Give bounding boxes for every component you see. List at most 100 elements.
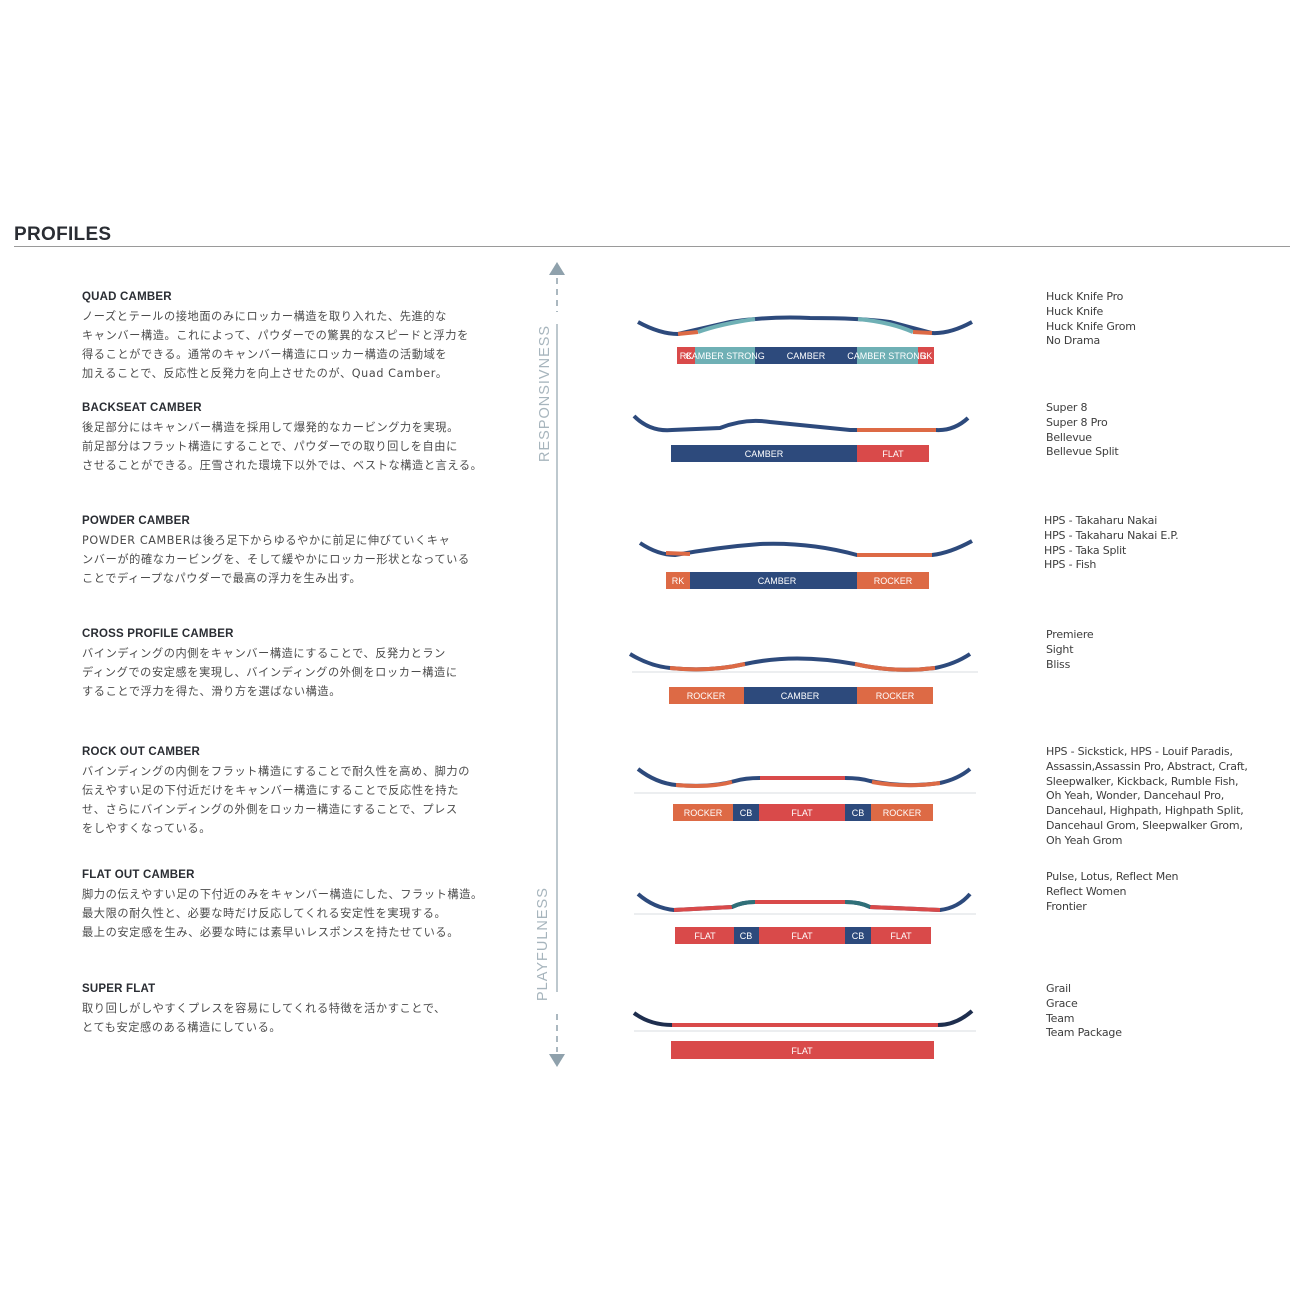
segment-label: RK <box>680 351 693 361</box>
profile-name: BACKSEAT CAMBER <box>82 402 202 414</box>
segment-rocker <box>857 572 929 589</box>
segment-label: CAMBER <box>781 691 820 701</box>
axis-label-responsiveness: RESPONSIVNESS <box>537 324 553 462</box>
product-item: Bellevue Split <box>1046 445 1119 459</box>
segment-rocker <box>673 804 733 821</box>
profile-segment-bar: ROCKER CB FLAT CB ROCKER <box>673 804 933 821</box>
segment-rocker <box>669 687 744 704</box>
arrow-down-icon <box>549 1054 565 1067</box>
profile-description: バインディングの内側をフラット構造にすることで耐久性を高め、脚力の 伝えやすい足… <box>82 765 470 835</box>
arrow-up-icon <box>549 262 565 275</box>
segment-label: FLAT <box>882 449 904 459</box>
segment-label: ROCKER <box>876 691 915 701</box>
product-item: Oh Yeah, Wonder, Dancehaul Pro, <box>1046 789 1225 803</box>
segment-cb <box>734 927 759 944</box>
segment-cb <box>733 804 759 821</box>
segment-rk <box>677 347 695 364</box>
product-item: HPS - Sickstick, HPS - Louif Paradis, <box>1046 745 1233 758</box>
segment-label: CB <box>852 931 865 941</box>
segment-camber <box>755 347 857 364</box>
profile-segment-bar: FLAT <box>671 1041 934 1059</box>
product-item: Huck Knife Grom <box>1046 319 1136 333</box>
board-profile-curve <box>628 652 972 672</box>
segment-label: CAMBER STRONG <box>847 351 927 361</box>
diagram-quad-camber: RK CAMBER STRONG CAMBER CAMBER STRONG RK <box>620 300 990 380</box>
product-item: Sleepwalker, Kickback, Rumble Fish, <box>1046 774 1239 788</box>
segment-label: CB <box>852 808 865 818</box>
profile-description: 脚力の伝えやすい足の下付近のみをキャンバー構造にした、フラット構造。 最大限の耐… <box>82 888 483 939</box>
product-list-flat-out-camber: Pulse, Lotus, Reflect Men Reflect Women … <box>1046 870 1286 914</box>
product-item: Grace <box>1046 996 1078 1010</box>
profile-segment-bar: RK CAMBER ROCKER <box>666 572 929 589</box>
profile-text-cross-profile-camber: CROSS PROFILE CAMBER バインディングの内側をキャンバー構造に… <box>82 628 502 701</box>
profile-segment-bar: CAMBER FLAT <box>671 445 929 462</box>
product-item: HPS - Fish <box>1044 558 1097 572</box>
product-item: Super 8 <box>1046 401 1088 414</box>
profile-description: POWDER CAMBERは後ろ足下からゆるやかに前足に伸びていくキャ ンバーが… <box>82 534 470 585</box>
segment-label: RK <box>672 576 685 586</box>
segment-label: CAMBER <box>787 351 826 361</box>
product-item: Bellevue <box>1046 430 1092 444</box>
segment-label: CB <box>740 931 753 941</box>
segment-label: CAMBER <box>758 576 797 586</box>
segment-rocker <box>857 687 933 704</box>
product-item: Huck Knife <box>1046 304 1104 318</box>
product-item: Reflect Women <box>1046 884 1127 898</box>
segment-label: FLAT <box>791 808 813 818</box>
segment-flat <box>759 804 845 821</box>
segment-label: RK <box>920 351 933 361</box>
segment-label: CB <box>740 808 753 818</box>
product-item: Bliss <box>1046 657 1071 671</box>
profile-description: ノーズとテールの接地面のみにロッカー構造を取り入れた、先進的な キャンバー構造。… <box>82 310 469 380</box>
segment-label: CAMBER STRONG <box>685 351 765 361</box>
product-item: Frontier <box>1046 899 1087 913</box>
diagram-super-flat: FLAT <box>620 995 990 1075</box>
product-item: Dancehaul, Highpath, Highpath Split, <box>1046 804 1244 818</box>
profile-text-quad-camber: QUAD CAMBER ノーズとテールの接地面のみにロッカー構造を取り入れた、先… <box>82 291 502 383</box>
product-item: Team Package <box>1046 1026 1122 1040</box>
segment-flat <box>857 445 929 462</box>
segment-rk <box>666 572 690 589</box>
product-item: HPS - Taka Split <box>1044 543 1127 557</box>
diagram-rock-out-camber: ROCKER CB FLAT CB ROCKER <box>620 755 990 835</box>
profile-segment-bar: ROCKER CAMBER ROCKER <box>669 687 933 704</box>
profile-text-flat-out-camber: FLAT OUT CAMBER 脚力の伝えやすい足の下付近のみをキャンバー構造に… <box>82 869 502 942</box>
profile-text-super-flat: SUPER FLAT 取り回しがしやすくプレスを容易にしてくれる特徴を活かすこと… <box>82 983 502 1037</box>
product-list-powder-camber: HPS - Takaharu Nakai HPS - Takaharu Naka… <box>1044 514 1284 573</box>
product-list-super-flat: Grail Grace Team Team Package <box>1046 982 1286 1041</box>
diagram-backseat-camber: CAMBER FLAT <box>620 400 990 480</box>
board-profile-curve <box>632 1009 974 1027</box>
board-profile-curve <box>632 414 970 433</box>
segment-label: FLAT <box>694 931 716 941</box>
profile-name: SUPER FLAT <box>82 983 156 995</box>
diagram-flat-out-camber: FLAT CB FLAT CB FLAT <box>620 880 990 960</box>
profile-name: FLAT OUT CAMBER <box>82 869 195 881</box>
product-item: Huck Knife Pro <box>1046 290 1124 303</box>
product-list-quad-camber: Huck Knife Pro Huck Knife Huck Knife Gro… <box>1046 290 1286 349</box>
segment-flat <box>759 927 845 944</box>
product-list-cross-profile-camber: Premiere Sight Bliss <box>1046 628 1286 672</box>
segment-label: FLAT <box>890 931 912 941</box>
profile-text-backseat-camber: BACKSEAT CAMBER 後足部分にはキャンバー構造を採用して爆発的なカー… <box>82 402 502 475</box>
segment-rocker <box>871 804 933 821</box>
segment-label: ROCKER <box>883 808 922 818</box>
product-list-rock-out-camber: HPS - Sickstick, HPS - Louif Paradis, As… <box>1046 745 1286 849</box>
segment-camber-strong <box>857 347 918 364</box>
segment-cb <box>845 927 871 944</box>
product-list-backseat-camber: Super 8 Super 8 Pro Bellevue Bellevue Sp… <box>1046 401 1286 460</box>
profile-segment-bar: FLAT CB FLAT CB FLAT <box>675 927 931 944</box>
profile-description: バインディングの内側をキャンバー構造にすることで、反発力とラン ディングでの安定… <box>82 647 458 698</box>
product-item: Super 8 Pro <box>1046 415 1108 429</box>
segment-cb <box>845 804 871 821</box>
segment-camber-strong <box>695 347 755 364</box>
product-item: Team <box>1046 1011 1075 1025</box>
segment-flat <box>671 1041 934 1059</box>
product-item: Dancehaul Grom, Sleepwalker Grom, <box>1046 818 1243 832</box>
diagram-cross-profile-camber: ROCKER CAMBER ROCKER <box>620 640 990 720</box>
product-item: Assassin,Assassin Pro, Abstract, Craft, <box>1046 759 1248 773</box>
axis-label-playfulness: PLAYFULNESS <box>535 887 551 1001</box>
segment-camber <box>671 445 857 462</box>
product-item: HPS - Takaharu Nakai E.P. <box>1044 528 1179 542</box>
product-item: Oh Yeah Grom <box>1046 833 1123 847</box>
segment-flat <box>675 927 734 944</box>
